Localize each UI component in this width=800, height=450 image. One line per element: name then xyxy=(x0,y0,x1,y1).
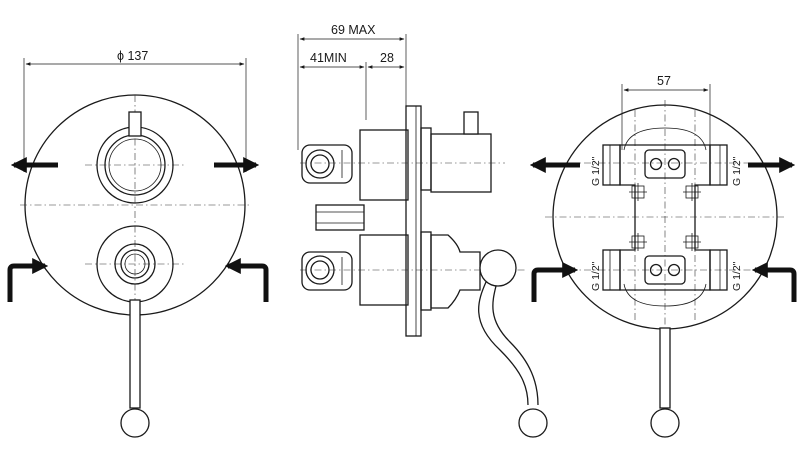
inlet-upper xyxy=(301,144,353,184)
thread-label-1: G 1/2" xyxy=(590,156,602,186)
side-view: 69 MAX 41MIN 28 xyxy=(297,23,548,438)
lever-handle-side xyxy=(430,234,548,438)
diameter-label: ϕ 137 xyxy=(117,49,148,63)
thread-label-2: G 1/2" xyxy=(731,156,743,186)
threaded-ports xyxy=(602,144,728,291)
body-bridge xyxy=(315,204,365,231)
body-upper xyxy=(359,129,409,201)
flow-arrows-front xyxy=(7,156,269,302)
depth-dimensions: 69 MAX 41MIN 28 xyxy=(297,23,407,150)
rear-lever xyxy=(650,327,680,438)
port-spacing-dimension: 57 xyxy=(621,74,711,150)
flow-arrows-rear xyxy=(529,156,797,302)
max-depth-label: 69 MAX xyxy=(331,23,376,37)
min-depth-label: 41MIN xyxy=(310,51,347,65)
mixer-handle xyxy=(96,225,174,438)
diameter-dimension: ϕ 137 xyxy=(23,49,247,172)
front-view: ϕ 137 xyxy=(7,49,269,438)
offset-label: 28 xyxy=(380,51,394,65)
diverter-knob xyxy=(96,111,174,204)
cover-plate-side xyxy=(405,105,422,337)
rear-view: 57 xyxy=(529,74,797,438)
spacing-label: 57 xyxy=(657,74,671,88)
inlet-lower xyxy=(301,251,353,291)
thread-label-3: G 1/2" xyxy=(590,261,602,291)
thread-label-4: G 1/2" xyxy=(731,261,743,291)
